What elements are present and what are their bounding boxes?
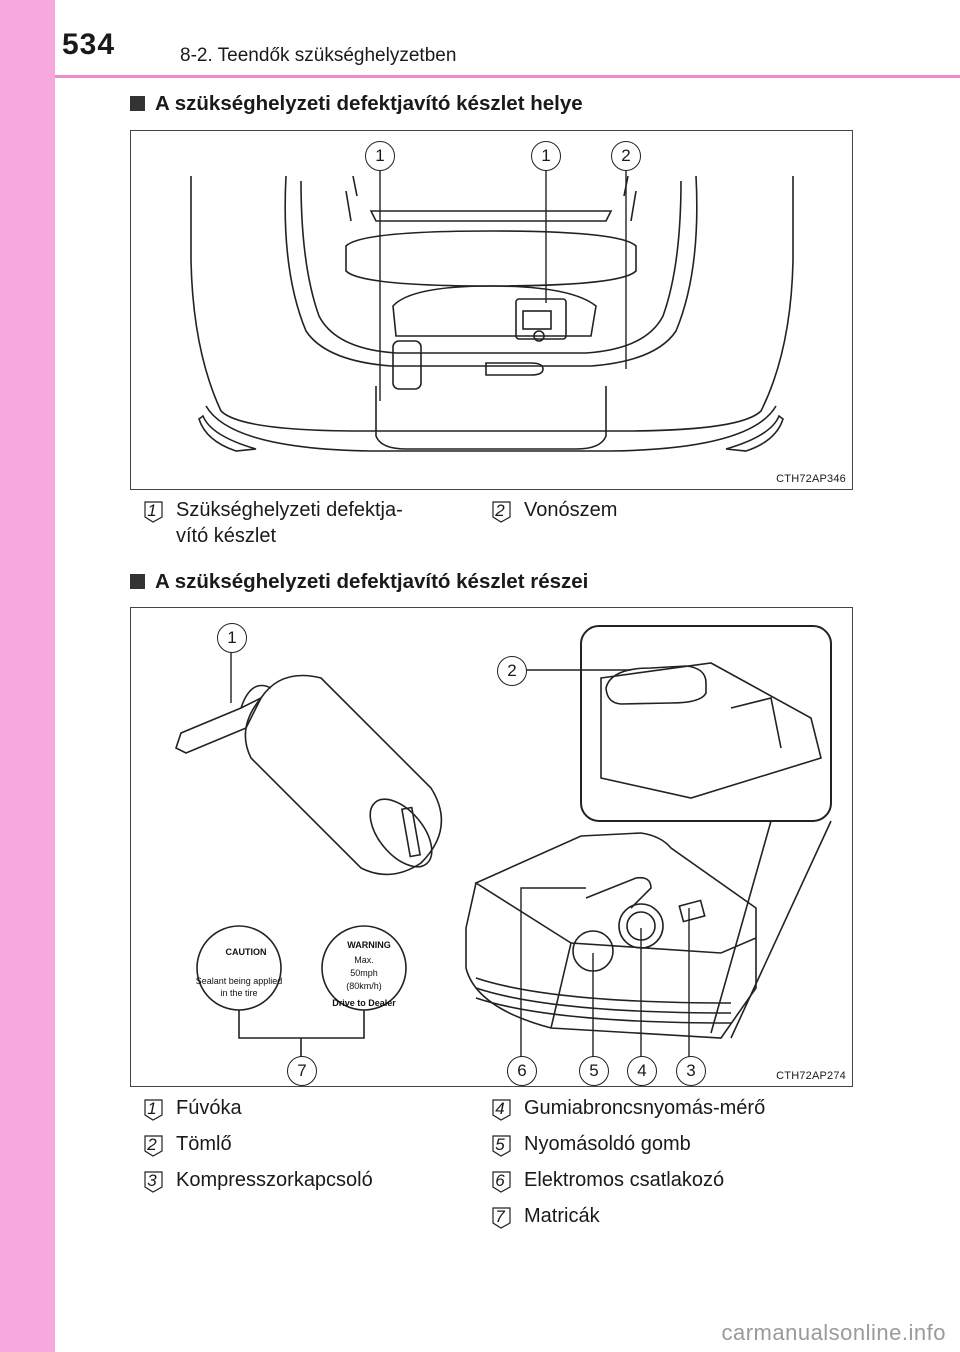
callout-hose: 2 <box>497 656 527 686</box>
bullet-square-icon <box>130 96 145 111</box>
kit-parts-figure: CAUTION Sealant being applied in the tir… <box>130 607 853 1087</box>
section-title-text: A szükséghelyzeti defektjavító készlet h… <box>155 92 583 115</box>
warning-sticker-bottom: Drive to Dealer <box>332 998 396 1008</box>
callout-compressor-switch: 3 <box>676 1056 706 1086</box>
legend-item-tow-eye: Vonószem <box>524 499 618 521</box>
figure-code: CTH72AP346 <box>776 473 846 485</box>
page-number: 534 <box>62 28 116 61</box>
legend-badge-4: 4 <box>490 1098 512 1122</box>
legend-badge-2: 2 <box>490 500 512 524</box>
legend-badge-3: 3 <box>142 1170 164 1194</box>
legend-item-stickers: Matricák <box>524 1205 600 1227</box>
callout-2: 2 <box>611 141 641 171</box>
legend-badge-1: 1 <box>142 500 164 524</box>
warning-sticker-kmh: (80km/h) <box>346 981 382 991</box>
bullet-square-icon <box>130 574 145 589</box>
caution-sticker-text2: in the tire <box>220 988 257 998</box>
callout-power-plug: 6 <box>507 1056 537 1086</box>
side-color-strip <box>0 0 55 1352</box>
legend-badge-2: 2 <box>142 1134 164 1158</box>
callout-stickers: 7 <box>287 1056 317 1086</box>
section-title-location: A szükséghelyzeti defektjavító készlet h… <box>130 92 583 116</box>
legend-badge-7: 7 <box>490 1206 512 1230</box>
legend-item-release-button: Nyomásoldó gomb <box>524 1133 691 1155</box>
legend-item-pressure-gauge: Gumiabroncsnyomás-mérő <box>524 1097 766 1119</box>
section-title-parts: A szükséghelyzeti defektjavító készlet r… <box>130 570 588 594</box>
legend-item-compressor-switch: Kompresszorkapcsoló <box>176 1169 373 1191</box>
warning-sticker-speed: 50mph <box>350 968 378 978</box>
caution-sticker-text1: Sealant being applied <box>196 976 283 986</box>
caution-sticker-title: CAUTION <box>226 947 267 957</box>
kit-parts-illustration: CAUTION Sealant being applied in the tir… <box>175 625 832 1063</box>
chapter-title: 8-2. Teendők szükséghelyzetben <box>180 45 457 66</box>
callout-pressure-gauge: 4 <box>627 1056 657 1086</box>
legend-badge-6: 6 <box>490 1170 512 1194</box>
trunk-figure: 1 1 2 CTH72AP346 <box>130 130 853 490</box>
legend-item-power-plug: Elektromos csatlakozó <box>524 1169 725 1191</box>
legend-badge-1: 1 <box>142 1098 164 1122</box>
header-rule <box>55 75 960 78</box>
trunk-illustration <box>190 166 794 452</box>
legend-item-nozzle: Fúvóka <box>176 1097 242 1119</box>
legend-item-kit: Szükséghelyzeti defektja- vító készlet <box>176 499 403 547</box>
section-title-text: A szükséghelyzeti defektjavító készlet r… <box>155 570 589 593</box>
legend-item-hose: Tömlő <box>176 1133 232 1155</box>
callout-1a: 1 <box>365 141 395 171</box>
warning-sticker-title: WARNING <box>347 940 391 950</box>
page-header <box>55 0 960 78</box>
callout-release-button: 5 <box>579 1056 609 1086</box>
legend-badge-5: 5 <box>490 1134 512 1158</box>
warning-sticker-max: Max. <box>354 955 374 965</box>
callout-1b: 1 <box>531 141 561 171</box>
figure-code: CTH72AP274 <box>776 1070 846 1082</box>
watermark: carmanualsonline.info <box>721 1320 946 1345</box>
callout-nozzle: 1 <box>217 623 247 653</box>
